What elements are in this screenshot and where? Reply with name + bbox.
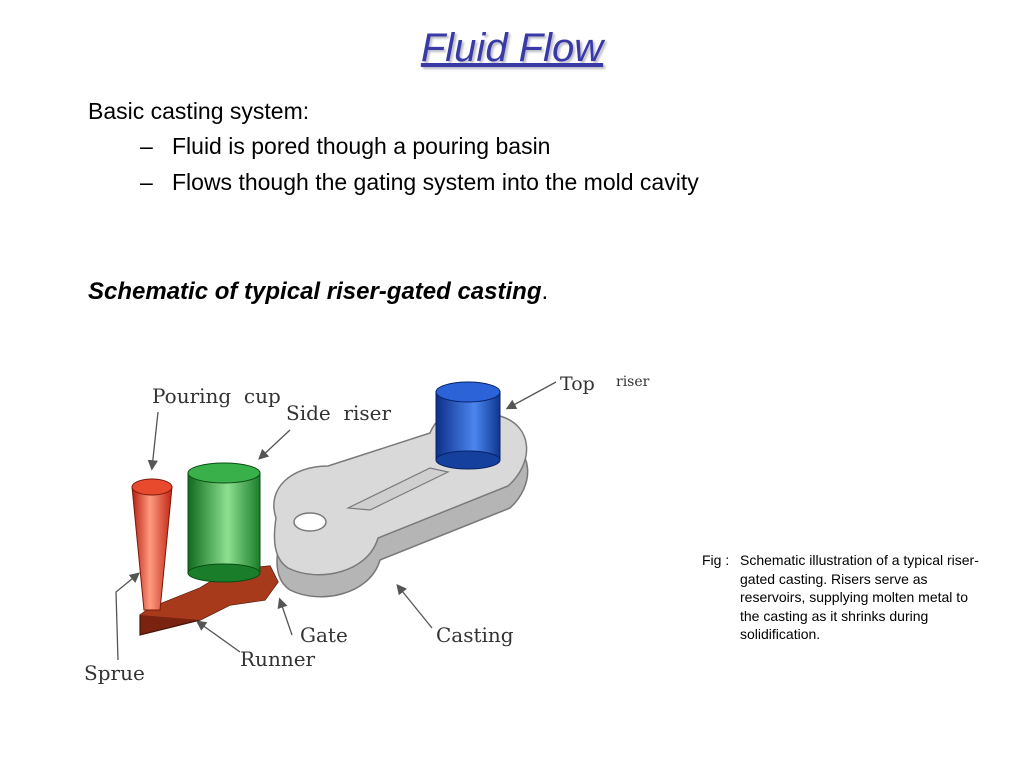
top-riser-shape <box>435 381 501 470</box>
bullet-list: –Fluid is pored though a pouring basin –… <box>140 133 699 205</box>
casting-schematic: Pouring cup Side riser Top riser Sprue R… <box>84 373 650 685</box>
bullet-dash: – <box>140 169 153 195</box>
label-runner: Runner <box>240 647 316 671</box>
label-riser: riser <box>616 374 650 390</box>
label-sprue: Sprue <box>84 661 145 685</box>
sprue-shape <box>131 478 173 611</box>
side-riser-shape <box>187 462 261 583</box>
label-pouring-cup: Pouring cup <box>152 384 281 408</box>
schematic-caption: Schematic of typical riser-gated casting… <box>88 278 548 306</box>
figure-caption: Fig : Schematic illustration of a typica… <box>702 551 982 644</box>
figure-caption-prefix: Fig : <box>702 552 730 568</box>
label-top: Top <box>560 373 595 395</box>
label-casting: Casting <box>436 623 514 647</box>
figure-caption-text: Schematic illustration of a typical rise… <box>740 552 979 642</box>
intro-text: Basic casting system: <box>88 98 310 124</box>
bullet-dash: – <box>140 133 153 159</box>
bullet-text: Fluid is pored though a pouring basin <box>172 133 551 159</box>
label-side-riser: Side riser <box>286 401 392 425</box>
schematic-caption-period: . <box>541 278 549 305</box>
label-gate: Gate <box>300 623 348 647</box>
bullet-text: Flows though the gating system into the … <box>172 169 699 195</box>
bullet-item: –Flows though the gating system into the… <box>140 169 699 205</box>
bullet-item: –Fluid is pored though a pouring basin <box>140 133 699 169</box>
slide-title: Fluid Flow <box>420 26 604 70</box>
label-arrows <box>115 381 557 661</box>
schematic-caption-text: Schematic of typical riser-gated casting <box>88 278 542 305</box>
